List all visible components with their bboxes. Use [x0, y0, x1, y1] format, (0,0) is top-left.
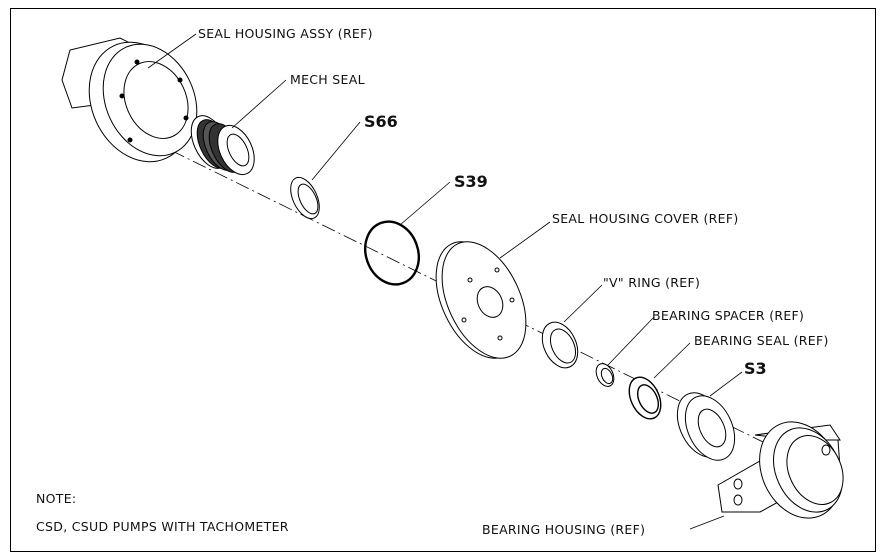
label-s39: S39 — [454, 172, 488, 191]
mech-seal-part — [190, 115, 255, 176]
s3-bearing-part — [676, 392, 736, 461]
drawing-frame — [10, 8, 876, 552]
note-title: NOTE: — [36, 491, 77, 506]
label-bearing-seal: BEARING SEAL (REF) — [694, 333, 829, 348]
bearing-housing-part — [717, 421, 844, 519]
note-text: CSD, CSUD PUMPS WITH TACHOMETER — [36, 519, 289, 534]
label-s66: S66 — [364, 112, 398, 131]
label-bearing-spacer: BEARING SPACER (REF) — [652, 308, 804, 323]
seal-housing-assy-part — [61, 37, 198, 163]
label-seal-housing-assy: SEAL HOUSING ASSY (REF) — [198, 26, 373, 41]
seal-housing-cover-part — [435, 241, 527, 359]
label-s3: S3 — [744, 359, 767, 378]
v-ring-part — [541, 321, 579, 369]
s39-o-ring-part — [364, 220, 420, 286]
bearing-seal-part — [628, 376, 662, 420]
label-seal-housing-cover: SEAL HOUSING COVER (REF) — [552, 211, 739, 226]
bearing-spacer-part — [595, 363, 615, 387]
label-mech-seal: MECH SEAL — [290, 72, 365, 87]
s66-ring-part — [290, 176, 320, 220]
label-v-ring: "V" RING (REF) — [603, 275, 700, 290]
label-bearing-housing: BEARING HOUSING (REF) — [482, 522, 645, 537]
leader-lines — [147, 33, 743, 530]
